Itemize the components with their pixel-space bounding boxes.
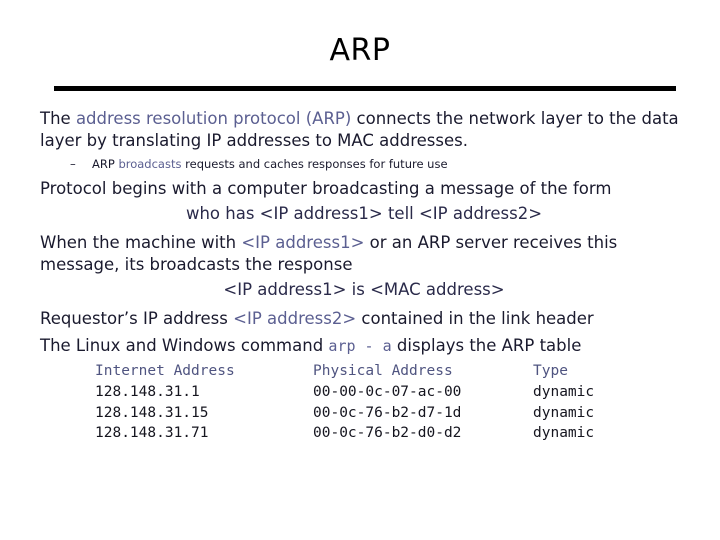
column-header-physical-address: Physical Address [313,363,453,380]
paragraph-intro: The address resolution protocol (ARP) co… [40,108,688,152]
cell-internet-address: 128.148.31.71 [95,425,209,442]
dash-icon: – [70,156,76,171]
paragraph-command: The Linux and Windows command arp - a di… [40,335,688,357]
arp-table-body: 128.148.31.1 00-00-0c-07-ac-00 dynamic 1… [95,382,653,444]
sub-bullet-broadcast: – ARP broadcasts requests and caches res… [70,157,688,172]
cell-internet-address: 128.148.31.15 [95,404,209,421]
command-arp-a: arp - a [328,337,392,356]
intro-text-2: connects the network layer to the data l… [40,109,679,150]
cell-type: dynamic [533,383,595,400]
cell-internet-address: 128.148.31.1 [95,383,200,400]
centered-response-format: <IP address1> is <MAC address> [223,279,505,299]
cell-physical-address: 00-0c-76-b2-d0-d2 [313,425,462,442]
paragraph-machine-response: When the machine with <IP address1> or a… [40,232,688,276]
machine-text-1: When the machine with [40,232,242,252]
table-row: 128.148.31.1 00-00-0c-07-ac-00 dynamic [95,382,653,403]
cell-type: dynamic [533,404,595,421]
cell-physical-address: 00-00-0c-07-ac-00 [313,383,462,400]
requestor-term-ip-address2: <IP address2> [233,308,357,328]
sub-bullet-text: ARP broadcasts requests and caches respo… [92,157,448,172]
intro-text-1: The [40,109,76,128]
column-header-type: Type [533,363,568,380]
requestor-text-1: Requestor’s IP address [40,308,234,328]
intro-term-arp-abbrev: (ARP) [305,109,352,128]
sub-term-broadcasts: broadcasts [118,156,182,171]
paragraph-protocol-begins: Protocol begins with a computer broadcas… [40,178,612,198]
sub-text-2: requests and caches responses for future… [181,156,448,171]
cell-type: dynamic [533,425,595,442]
paragraph-requestor: Requestor’s IP address <IP address2> con… [40,308,688,330]
centered-request-format: who has <IP address1> tell <IP address2> [185,203,543,223]
arp-table-head: Internet Address Physical Address Type [95,361,653,382]
title-divider [54,86,676,91]
machine-term-ip-address1: <IP address1> [241,232,365,252]
sub-text-1: ARP [92,156,119,171]
intro-term-arp-full: address resolution protocol [75,109,301,128]
command-text-1: The Linux and Windows command [40,336,329,356]
cell-physical-address: 00-0c-76-b2-d7-1d [313,404,462,421]
table-header-row: Internet Address Physical Address Type [95,361,653,382]
table-row: 128.148.31.15 00-0c-76-b2-d7-1d dynamic [95,403,653,424]
page-title: ARP [329,33,391,68]
table-row: 128.148.31.71 00-0c-76-b2-d0-d2 dynamic [95,423,653,444]
slide-body: The address resolution protocol (ARP) co… [40,108,688,444]
requestor-text-2: contained in the link header [356,308,594,328]
column-header-internet-address: Internet Address [95,363,235,380]
machine-text-2: or an ARP server receives this message, … [40,232,618,274]
arp-table: Internet Address Physical Address Type 1… [95,361,653,443]
command-text-2: displays the ARP table [391,336,582,356]
